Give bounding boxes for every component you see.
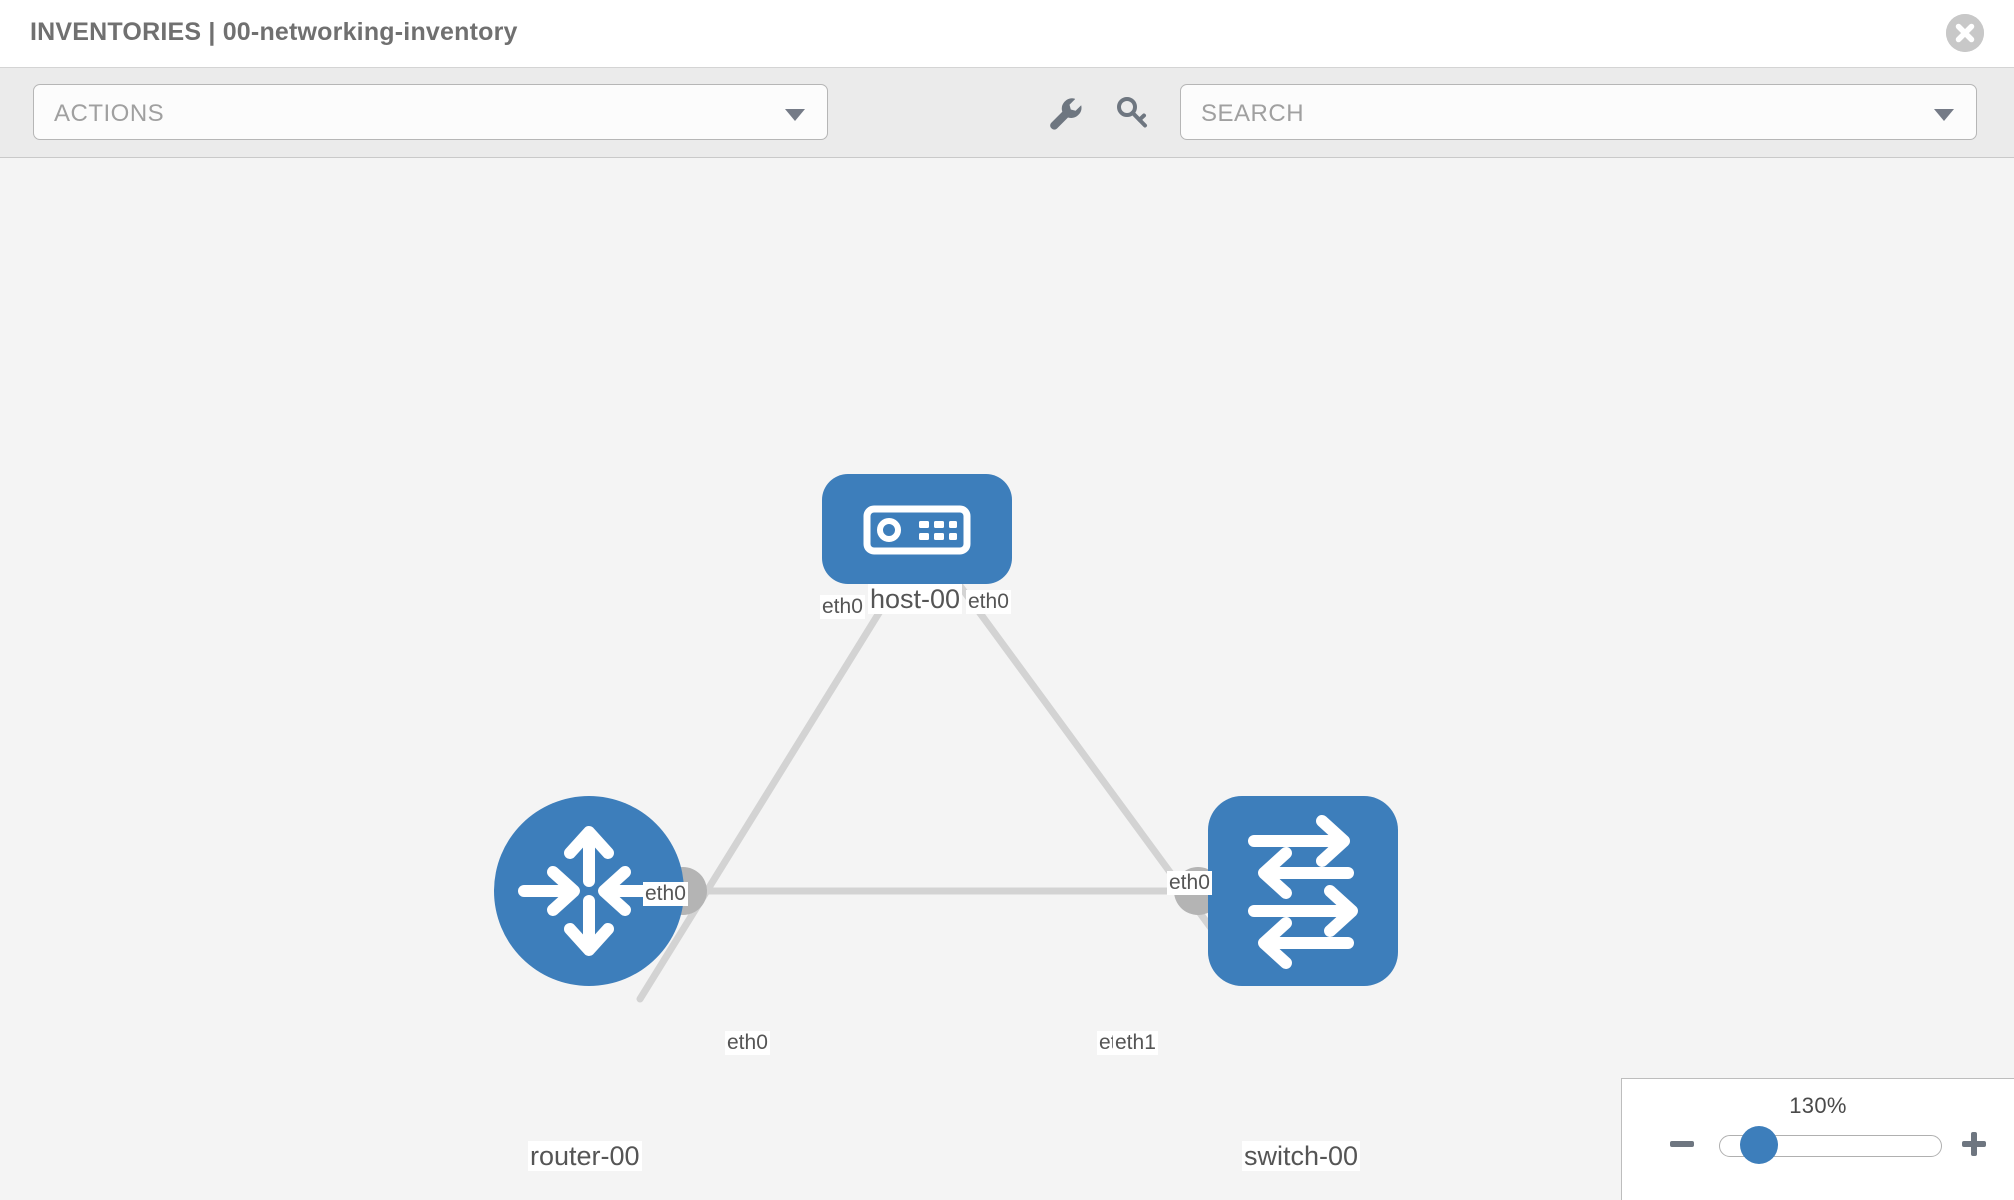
node-label-router: router-00 [528, 1141, 642, 1172]
actions-dropdown[interactable]: ACTIONS [33, 84, 828, 140]
node-host-00 [822, 474, 1012, 584]
link-host-router [636, 575, 904, 1003]
iface-label: eth0 [820, 595, 865, 620]
chevron-down-icon [785, 109, 805, 121]
topology-canvas[interactable]: eth0 host-00 eth0 eth0 eth0 eth0 eth0 et… [0, 159, 2014, 1200]
zoom-control-panel: 130% [1621, 1078, 2014, 1200]
actions-dropdown-label: ACTIONS [54, 100, 165, 127]
iface-label: eth0 [725, 1031, 770, 1056]
iface-label: eth0 [643, 882, 688, 907]
iface-label: eth0 [966, 590, 1011, 615]
topology-graph [494, 474, 1398, 1003]
page-header: INVENTORIES | 00-networking-inventory [0, 0, 2014, 68]
search-placeholder-label: SEARCH [1201, 100, 1305, 127]
topology-links [636, 575, 1234, 1003]
chevron-down-icon[interactable] [1934, 109, 1954, 121]
search-input[interactable]: SEARCH [1180, 84, 1977, 140]
node-label-host: host-00 [868, 584, 963, 615]
node-switch-00 [1208, 796, 1398, 986]
zoom-out-button[interactable] [1667, 1129, 1697, 1159]
zoom-in-button[interactable] [1959, 1129, 1989, 1159]
iface-label: eth1 [1113, 1031, 1158, 1056]
wrench-icon[interactable] [1043, 92, 1087, 136]
key-icon[interactable] [1111, 92, 1155, 136]
iface-label: eth0 [1167, 871, 1212, 896]
page-title: INVENTORIES | 00-networking-inventory [30, 18, 518, 46]
node-router-00 [494, 796, 684, 986]
zoom-level-label: 130% [1789, 1093, 1847, 1118]
close-icon[interactable] [1946, 14, 1984, 52]
node-label-switch: switch-00 [1242, 1141, 1361, 1172]
zoom-slider-thumb[interactable] [1740, 1126, 1778, 1164]
